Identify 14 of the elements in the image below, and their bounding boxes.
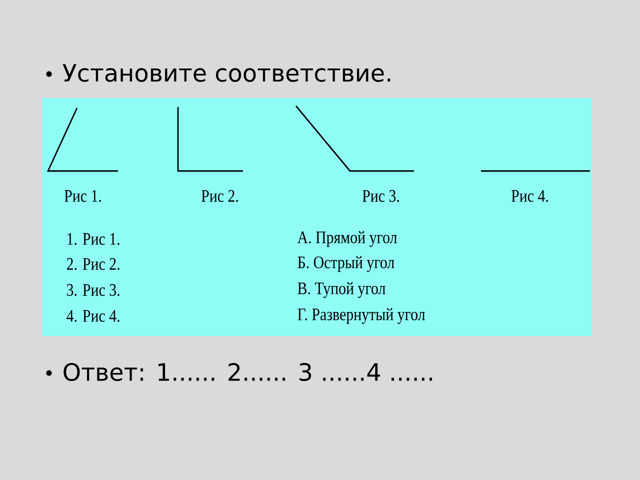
- list-item: 1. Рис 1.: [68, 233, 120, 245]
- figure-caption: Рис 1.: [64, 190, 101, 202]
- list-item: 2. Рис 2.: [66, 258, 120, 270]
- list-item: Г. Развернутый угол: [298, 308, 425, 324]
- figure-caption: Рис 3.: [362, 190, 399, 202]
- list-item: А. Прямой угол: [297, 231, 397, 247]
- list-item: Б. Острый угол: [298, 256, 394, 272]
- list-item: В. Тупой угол: [298, 282, 386, 298]
- answer-text: Ответ: 1...... 2...... 3 ......4 ......: [64, 362, 432, 382]
- list-item: 3. Рис 3.: [67, 284, 120, 296]
- list-item: 4. Рис 4.: [66, 310, 120, 322]
- figure-caption: Рис 4.: [512, 190, 548, 202]
- figure-caption: Рис 2.: [202, 190, 238, 202]
- slide-heading: Установите соответствие.: [62, 64, 390, 82]
